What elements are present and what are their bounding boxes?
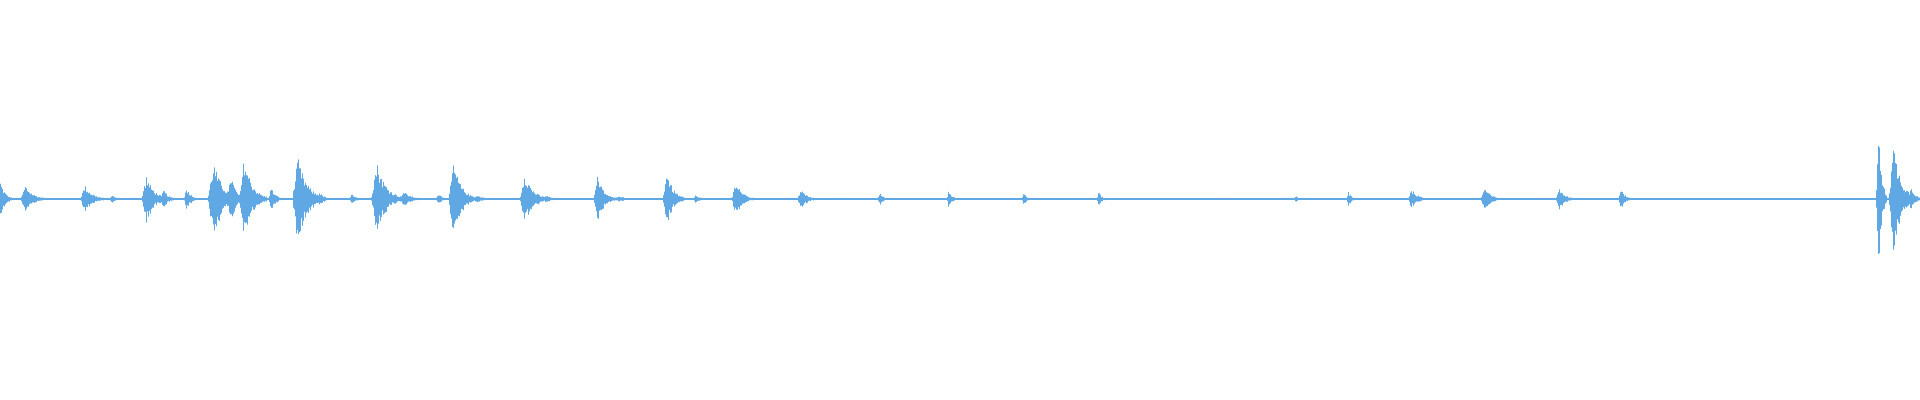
waveform-peaks — [0, 146, 1920, 254]
waveform-envelope — [0, 146, 1920, 254]
